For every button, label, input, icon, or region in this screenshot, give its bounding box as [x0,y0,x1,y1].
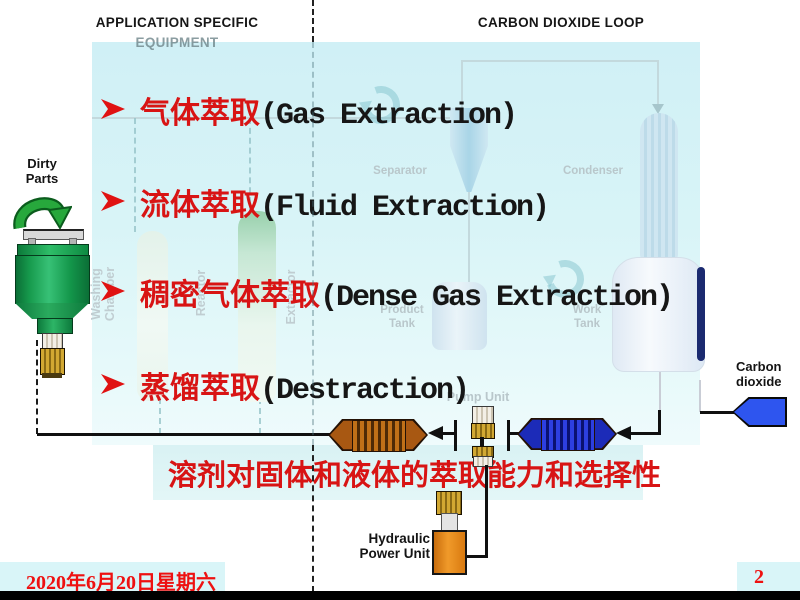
pump-shaft [480,437,484,446]
worktank-drop-pale [659,372,661,414]
bullet-text-zh: 蒸馏萃取 [140,374,260,408]
hydraulic-power-unit-label: Hydraulic Power Unit [359,531,430,561]
footer-page-number: 2 [754,566,764,588]
hydraulic-cap [436,491,462,515]
right-section-title: CARBON DIOXIDE LOOP [477,15,645,30]
bullet-item: 流体萃取(Fluid Extraction) [140,180,550,225]
carbon-dioxide-label: Carbon dioxide [736,359,782,389]
extractor-feed-dash-line [249,118,251,213]
separator-label: Separator [373,165,427,177]
caption-text: 溶剂对固体和液体的萃取能力和选择性 [168,461,662,494]
bullet-text-zh: 流体萃取 [140,191,260,225]
bullet-arrow-icon [101,374,125,394]
reactor-drain-dash-line [159,398,161,434]
pump-unit-label: Pump Unit [446,390,510,404]
bullet-text-en: (Fluid Extraction) [260,191,550,225]
equipment-loop-line [92,117,460,119]
footer-strip-right [737,562,800,591]
bullet-arrow-icon [101,281,125,301]
bullet-text-zh: 稠密气体萃取 [140,281,320,315]
flow-arrow-left-icon [428,426,443,440]
pump-right-bracket [507,420,510,451]
bullet-item: 稠密气体萃取(Dense Gas Extraction) [140,270,674,315]
separator-to-product-line [468,190,470,283]
bullet-text-en: (Gas Extraction) [260,99,518,133]
flow-arrow-left-icon [616,426,631,440]
pump-left-bracket [454,420,457,451]
co2-loop-left-drop [461,60,463,110]
pump-right-pipe [510,432,520,435]
return-pipe [37,433,332,436]
footer-date: 2020年6月20日星期六 [26,572,216,594]
bullet-item: 气体萃取(Gas Extraction) [140,88,518,133]
vessel-knob [40,348,65,375]
vessel-neck [37,318,73,334]
work-tank-label: Work Tank [572,304,602,330]
vessel-shoulder [15,303,89,319]
dirty-parts-label: Dirty Parts [25,156,59,186]
footer-strip-left [0,562,225,591]
condenser-column [640,113,678,259]
condenser-label: Condenser [562,165,624,177]
section-divider-middle [312,42,314,445]
product-tank-label: Product Tank [380,304,424,330]
bullet-text-en: (Destraction) [260,374,470,408]
bullet-item: 蒸馏萃取(Destraction) [140,363,470,408]
co2-inlet-pale-line [699,380,701,412]
cooler-tubes [541,419,595,451]
product-tank [432,282,487,350]
section-divider-top [312,0,314,42]
hydraulic-power-unit [432,530,467,575]
bullet-text-en: (Dense Gas Extraction) [320,281,674,315]
co2-inlet-pipe [700,411,734,414]
dirty-parts-arrow-icon [13,197,72,231]
pump-left-pipe [441,432,456,435]
vessel-knob-base [42,373,62,378]
co2-loop-right-drop [657,60,659,106]
washing-chamber-vessel [15,255,90,304]
reactor-tank [137,231,168,401]
work-tank [612,257,705,372]
worktank-drop-pipe [658,410,661,435]
caption-band [153,445,643,500]
hydraulic-line-v [485,465,488,558]
pump-top-cylinder [472,406,494,424]
left-section-title: APPLICATION SPECIFIC [95,15,259,30]
worktank-out-pipe [629,432,661,435]
pump-bottom-cylinder [473,456,493,467]
extractor-drain-dash-line [259,398,261,434]
bullet-arrow-icon [101,99,125,119]
co2-loop-arrow-down-icon [652,104,664,114]
bullet-text-zh: 气体萃取 [140,99,260,133]
vessel-drain-dash-line [36,340,38,434]
bottom-bar [0,591,800,600]
heater-tubes [352,420,406,452]
hydraulic-line-h [461,555,487,558]
co2-arrow-icon [734,399,785,425]
work-tank-gauge [697,267,705,361]
bullet-arrow-icon [101,191,125,211]
co2-loop-top-line [461,60,659,62]
section-divider-bottom [312,445,314,592]
vessel-lid [23,229,84,240]
left-section-title-line2: EQUIPMENT [135,35,219,50]
reactor-feed-dash-line [134,118,136,232]
extractor-tank [238,211,276,402]
